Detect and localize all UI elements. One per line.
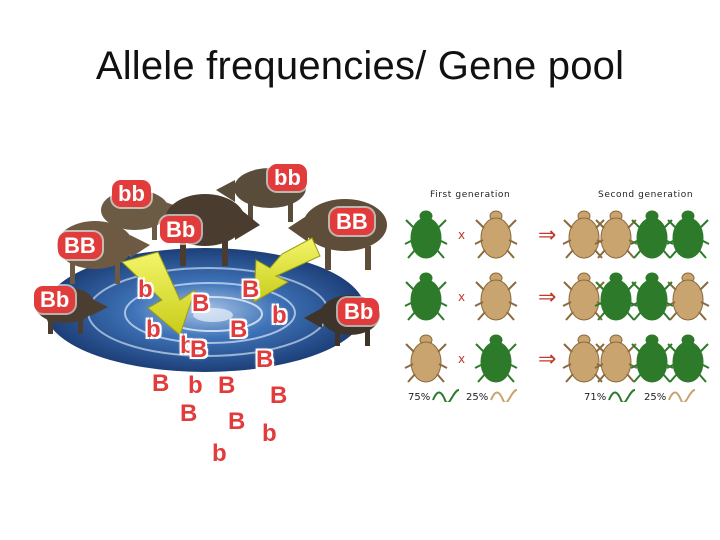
second-gen-tan-percent: 25% [644, 392, 667, 403]
dna-tan-icon [490, 389, 518, 402]
first-gen-tan-percent: 25% [466, 392, 489, 403]
allele-letter: B [256, 346, 274, 373]
arrow-right-icon: ⇒ [538, 284, 557, 309]
allele-letter: b [146, 316, 161, 343]
slide-title: Allele frequencies/ Gene pool [95, 44, 625, 88]
boar-label: bb [268, 164, 307, 191]
boar-label: Bb [160, 216, 202, 243]
beetle-generations-diagram: First generation Second generation [398, 186, 716, 416]
allele-letter: B [242, 276, 260, 303]
yellow-arrow-left [121, 251, 196, 336]
allele-letter: B [190, 336, 208, 363]
boar-label: Bb [34, 286, 76, 313]
yellow-arrow-right [253, 237, 321, 303]
arrow-right-icon: ⇒ [538, 222, 557, 247]
allele-letter: B [270, 382, 288, 409]
cross-symbol: x [458, 228, 466, 242]
allele-letter: b [188, 372, 203, 399]
allele-letter: b [180, 332, 195, 359]
allele-letter: b [272, 302, 287, 329]
allele-letter: B [218, 372, 236, 399]
boar-label: bb [112, 180, 151, 207]
allele-letter: B [192, 290, 210, 317]
second-generation-heading: Second generation [598, 190, 694, 200]
first-gen-green-percent: 75% [408, 392, 431, 403]
allele-letter: b [212, 440, 227, 467]
cross-symbol: x [458, 352, 466, 366]
dna-green-icon [432, 389, 460, 402]
dna-green-icon [608, 389, 636, 402]
cross-symbol: x [458, 290, 466, 304]
second-gen-green-percent: 71% [584, 392, 607, 403]
allele-letter: b [262, 420, 277, 447]
allele-letter: b [138, 276, 153, 303]
dna-tan-icon [668, 389, 696, 402]
allele-letter: B [152, 370, 170, 397]
allele-letter: B [180, 400, 198, 427]
gene-pool-illustration: bb bb Bb BB BB Bb Bb b B B b b B b B B B… [30, 150, 400, 470]
first-generation-heading: First generation [430, 190, 511, 200]
boar-label: BB [330, 208, 374, 235]
allele-letter: B [230, 316, 248, 343]
beetle-artwork [404, 210, 710, 383]
allele-letter: B [228, 408, 246, 435]
boar-label: Bb [338, 298, 380, 325]
arrow-right-icon: ⇒ [538, 346, 557, 371]
boar-label: BB [58, 232, 102, 259]
